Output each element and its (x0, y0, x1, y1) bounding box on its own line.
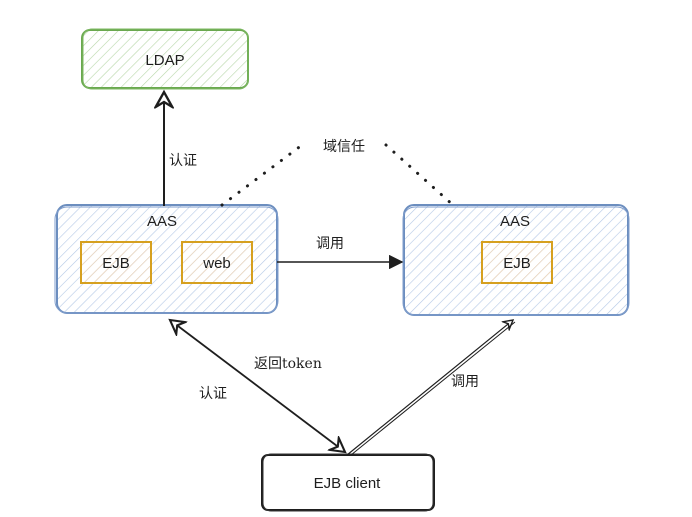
aas-left-ejb-label: EJB (102, 255, 130, 272)
edge-aas-to-aas: 调用 (277, 236, 404, 270)
dotted-line-left (220, 143, 304, 207)
edge-label-aas-to-aas: 调用 (316, 236, 344, 252)
arrow-client-left-auth (170, 320, 345, 452)
aas-left-label: AAS (147, 213, 177, 230)
arrow-client-right-call (346, 320, 513, 456)
edge-label-domain-trust: 域信任 (323, 139, 365, 155)
ejb-client-label: EJB client (314, 475, 382, 492)
edge-aas-to-ldap: 认证 (164, 92, 197, 206)
edge-label-return-token: 返回token (254, 356, 322, 372)
aas-right-ejb-label: EJB (503, 255, 531, 272)
aas-left-node[interactable]: AAS (54, 204, 279, 314)
ejb-client-node[interactable]: EJB client (261, 453, 435, 512)
dotted-line-right (384, 143, 455, 207)
aas-right-label: AAS (500, 213, 530, 230)
ldap-label: LDAP (145, 52, 184, 69)
edge-client-left-auth: 返回token 认证 (170, 320, 345, 452)
edge-label-client-call: 调用 (451, 374, 479, 390)
edge-domain-trust: 域信任 (220, 139, 455, 207)
aas-left-ejb-node[interactable]: EJB (80, 241, 152, 284)
ldap-node[interactable]: LDAP (81, 28, 249, 90)
edge-label-client-auth: 认证 (199, 386, 227, 402)
aas-left-web-node[interactable]: web (181, 241, 253, 284)
aas-right-ejb-node[interactable]: EJB (481, 241, 553, 284)
aas-left-web-label: web (202, 255, 231, 272)
edge-label-aas-to-ldap: 认证 (169, 153, 197, 169)
edge-client-right-call: 调用 (346, 320, 516, 456)
